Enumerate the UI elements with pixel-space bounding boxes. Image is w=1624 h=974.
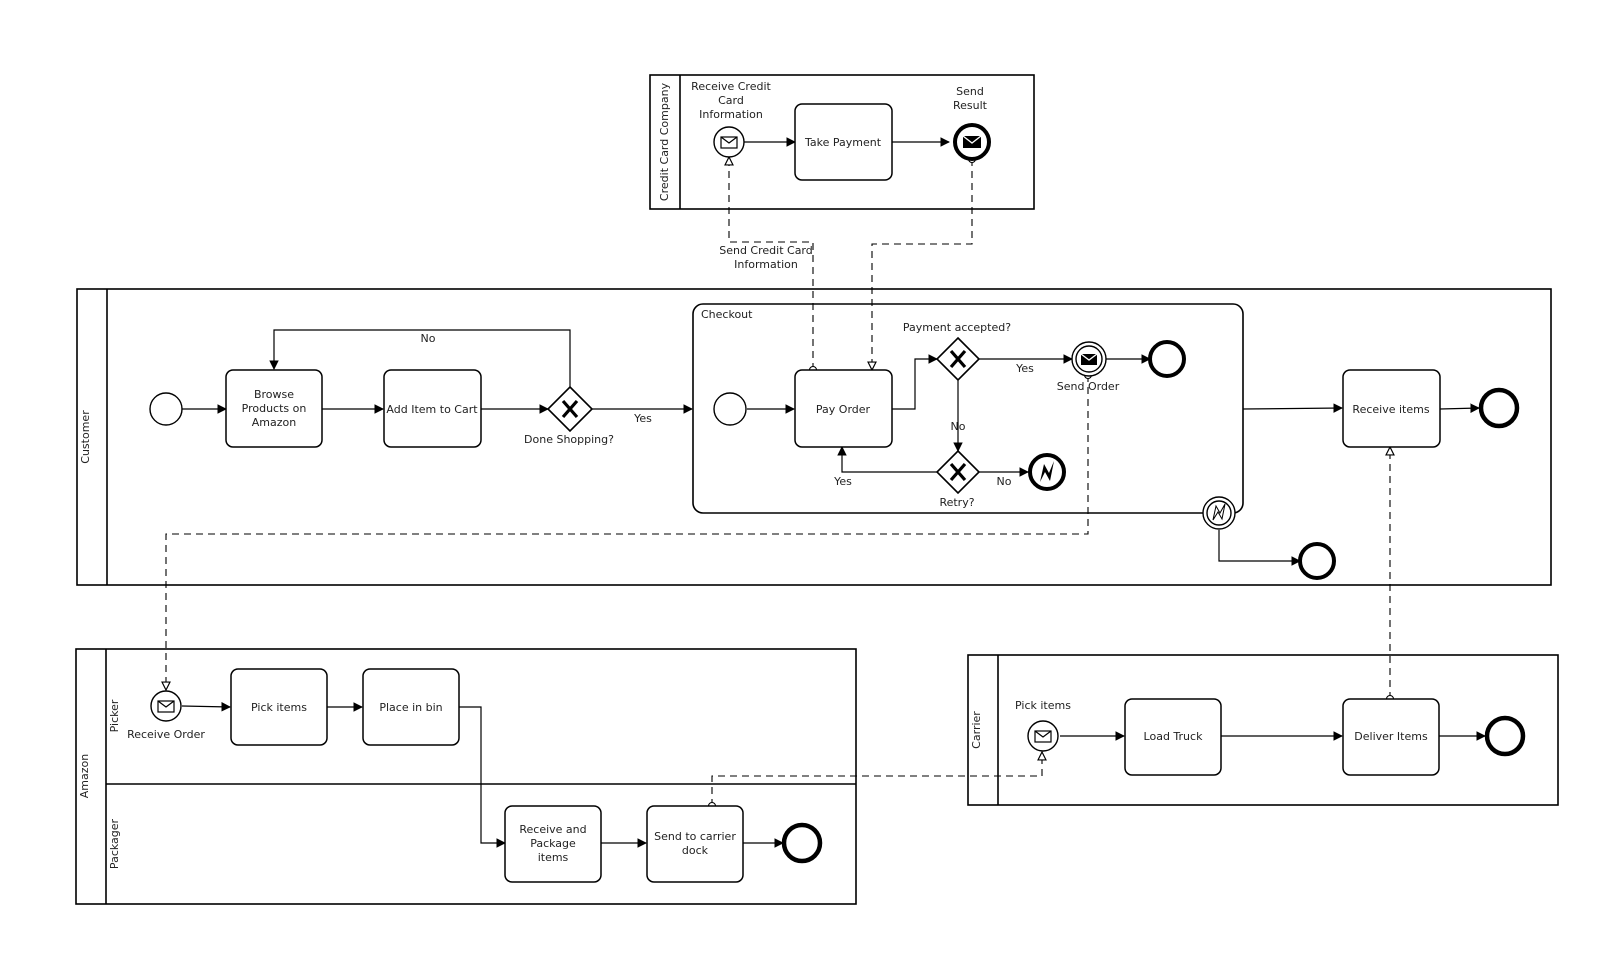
event-receive-order[interactable]: Receive Order xyxy=(127,690,205,741)
envelope-icon xyxy=(1034,730,1052,743)
task-receive-and-package[interactable]: Receive and Package items xyxy=(504,805,602,883)
end-event-checkout[interactable] xyxy=(1148,340,1186,378)
pool-label-amazon: Amazon xyxy=(78,754,91,798)
task-label-line1: Send to carrier xyxy=(654,830,736,843)
task-place-in-bin[interactable]: Place in bin xyxy=(362,668,460,746)
flow-label-yes-payment: Yes xyxy=(1015,362,1034,375)
gateway-label: Done Shopping? xyxy=(524,433,614,446)
event-label-line2: Result xyxy=(953,99,988,112)
lightning-icon xyxy=(1212,503,1226,521)
task-label: Pick items xyxy=(251,701,307,714)
message-flows xyxy=(166,157,1390,806)
event-label: Receive Order xyxy=(127,728,205,741)
task-take-payment[interactable]: Take Payment xyxy=(794,103,893,181)
flow-label-no-retry: No xyxy=(997,475,1012,488)
gateway-retry[interactable]: Retry? xyxy=(935,449,981,509)
lane-label-packager: Packager xyxy=(108,818,121,869)
envelope-icon xyxy=(157,700,175,713)
task-deliver-items[interactable]: Deliver Items xyxy=(1342,698,1440,776)
flow-label-no-payment: No xyxy=(951,420,966,433)
event-label: Send Order xyxy=(1057,380,1120,393)
task-send-to-carrier-dock[interactable]: Send to carrier dock xyxy=(646,805,744,883)
gateway-label: Payment accepted? xyxy=(903,321,1011,334)
event-label-line3: Information xyxy=(699,108,763,121)
event-label-line2: Card xyxy=(718,94,744,107)
end-event-error[interactable] xyxy=(1028,453,1066,491)
envelope-icon xyxy=(1080,353,1098,365)
task-load-truck[interactable]: Load Truck xyxy=(1124,698,1222,776)
task-receive-items[interactable]: Receive items xyxy=(1342,369,1441,448)
gateway-done-shopping[interactable]: Done Shopping? xyxy=(524,385,614,446)
lane-label-picker: Picker xyxy=(108,699,121,732)
task-label: Pay Order xyxy=(816,403,871,416)
message-label-line2: Information xyxy=(734,258,798,271)
pool-credit-card-company: Credit Card Company xyxy=(649,74,1035,210)
task-label: Deliver Items xyxy=(1354,730,1428,743)
envelope-icon xyxy=(962,135,982,148)
task-pick-items[interactable]: Pick items xyxy=(230,668,328,746)
task-label-line3: Amazon xyxy=(252,416,296,429)
event-receive-credit-card-information[interactable]: Receive Credit Card Information xyxy=(691,80,772,158)
gateway-payment-accepted[interactable]: Payment accepted? xyxy=(903,321,1011,382)
task-label-line2: Package xyxy=(530,837,576,850)
pool-label-carrier: Carrier xyxy=(970,711,983,749)
boundary-event-error[interactable] xyxy=(1202,496,1236,530)
pool-label-customer: Customer xyxy=(79,410,92,464)
gateway-label: Retry? xyxy=(939,496,974,509)
flow-label-yes-retry: Yes xyxy=(833,475,852,488)
flow-label-yes-checkout: Yes xyxy=(633,412,652,425)
task-label: Place in bin xyxy=(379,701,442,714)
end-event-packager[interactable] xyxy=(781,822,823,864)
end-event-customer[interactable] xyxy=(1478,387,1520,429)
task-pay-order[interactable]: Pay Order xyxy=(794,369,893,448)
task-add-item-to-cart[interactable]: Add Item to Cart xyxy=(383,369,482,448)
task-browse-products[interactable]: Browse Products on Amazon xyxy=(225,369,323,448)
event-label-line1: Receive Credit xyxy=(691,80,771,93)
task-label-line1: Browse xyxy=(254,388,294,401)
envelope-icon xyxy=(720,136,738,149)
task-label: Receive items xyxy=(1352,403,1429,416)
task-label-line1: Receive and xyxy=(519,823,586,836)
lightning-icon xyxy=(1040,461,1054,482)
message-label-line1: Send Credit Card xyxy=(719,244,813,257)
x-marker-icon xyxy=(949,349,967,369)
event-label-line1: Send xyxy=(956,85,984,98)
start-event-customer[interactable] xyxy=(149,392,183,426)
event-label: Pick items xyxy=(1015,699,1071,712)
event-carrier-pick-items[interactable]: Pick items xyxy=(1015,699,1071,752)
task-label-line2: Products on xyxy=(242,402,307,415)
start-event-checkout[interactable] xyxy=(713,392,747,426)
task-label: Load Truck xyxy=(1144,730,1204,743)
subprocess-label-checkout: Checkout xyxy=(701,308,753,321)
event-send-order[interactable]: Send Order xyxy=(1057,341,1120,393)
x-marker-icon xyxy=(561,399,579,419)
task-label: Take Payment xyxy=(804,136,882,149)
end-event-error-boundary[interactable] xyxy=(1298,542,1336,580)
task-label: Add Item to Cart xyxy=(386,403,478,416)
task-label-line3: items xyxy=(538,851,569,864)
end-event-carrier[interactable] xyxy=(1484,715,1526,757)
pool-label-credit-card: Credit Card Company xyxy=(658,82,671,201)
task-label-line2: dock xyxy=(682,844,709,857)
event-send-result[interactable]: Send Result xyxy=(953,85,991,161)
flow-label-no-loop: No xyxy=(421,332,436,345)
x-marker-icon xyxy=(949,462,967,482)
